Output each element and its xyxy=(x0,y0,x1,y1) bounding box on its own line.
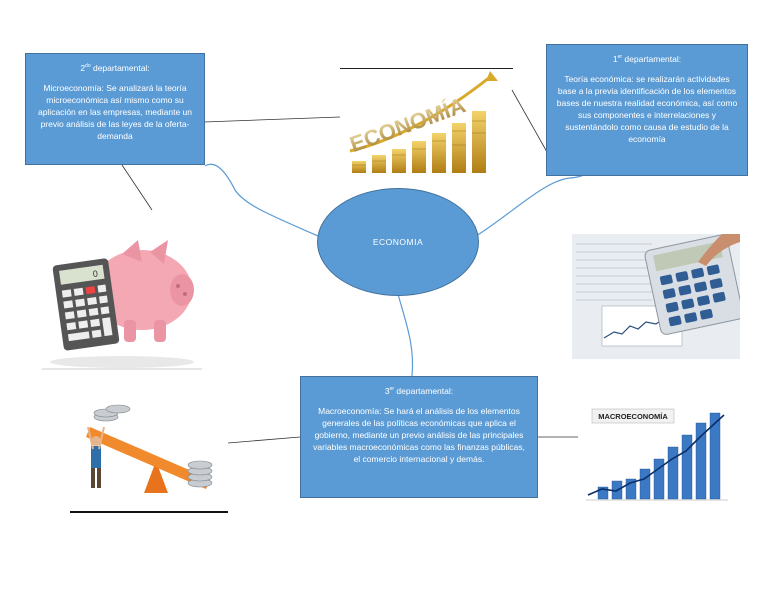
piggy-bank-illustration: 0 xyxy=(42,210,202,370)
economia-coins-image: ECONOMÍA xyxy=(340,68,513,177)
connector-box1-economia-image xyxy=(512,90,547,152)
box-third-departmental: 3er departamental: Macroeconomía: Se har… xyxy=(300,376,538,498)
box1-text: Teoría económica: se realizarán activida… xyxy=(557,74,738,144)
box3-text: Macroeconomía: Se hará el análisis de lo… xyxy=(313,406,525,464)
economia-coins-illustration: ECONOMÍA xyxy=(340,69,513,177)
connector-center-box2 xyxy=(205,164,318,236)
calculator-finance-illustration xyxy=(572,234,740,359)
box-first-departmental: 1er departamental: Teoría económica: se … xyxy=(546,44,748,176)
piggy-bank-image: 0 xyxy=(42,210,202,370)
macroeconomia-chart-image: MACROECONOMÍA xyxy=(578,395,733,510)
center-label: ECONOMIA xyxy=(373,237,423,247)
macroeconomia-word: MACROECONOMÍA xyxy=(598,412,668,421)
box3-title: 3er departamental: xyxy=(309,383,529,397)
connector-box2-piggy-image xyxy=(122,165,152,210)
connector-center-box1 xyxy=(476,170,587,236)
box1-title: 1er departamental: xyxy=(555,51,739,65)
connector-center-box3 xyxy=(398,294,413,376)
seesaw-coins-image xyxy=(70,397,228,513)
macroeconomia-chart-illustration: MACROECONOMÍA xyxy=(578,395,733,510)
connector-box2-economia-image xyxy=(204,117,340,122)
calculator-finance-image xyxy=(572,234,740,359)
seesaw-coins-illustration xyxy=(70,397,228,511)
connector-box3-seesaw-image xyxy=(228,437,300,443)
box-second-departmental: 2do departamental: Microeconomía: Se ana… xyxy=(25,53,205,165)
box2-text: Microeconomía: Se analizará la teoría mi… xyxy=(38,83,192,141)
center-node: ECONOMIA xyxy=(317,188,479,296)
economia-word: ECONOMÍA xyxy=(346,92,468,157)
box2-title: 2do departamental: xyxy=(34,60,196,74)
